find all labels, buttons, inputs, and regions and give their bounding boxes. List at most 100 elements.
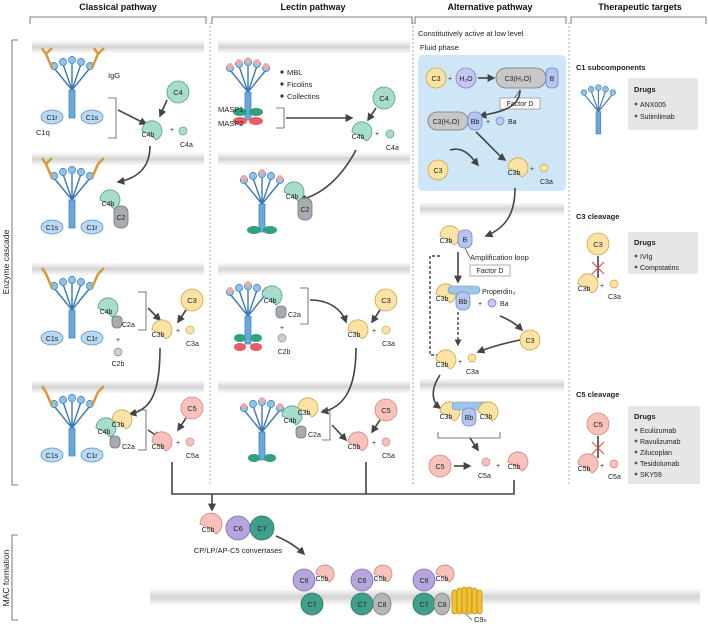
therapeutic-c5: C5 cleavage C5 C5b + C5a Drugs Eculizuma… (576, 390, 700, 484)
svg-text:+: + (496, 463, 500, 470)
svg-text:+: + (372, 440, 376, 447)
svg-text:C3b: C3b (298, 410, 311, 417)
svg-text:+: + (448, 76, 452, 83)
svg-text:C5b: C5b (436, 576, 449, 583)
drug-sky59: SKY59 (640, 472, 662, 479)
alternative-c5-convertase: C3b Bb C3b C5 C5a + C5b (428, 374, 529, 480)
svg-text:+: + (375, 131, 379, 138)
bracket-lectin (211, 16, 413, 24)
svg-text:+: + (116, 337, 120, 344)
svg-text:C3a: C3a (608, 294, 621, 301)
c1-drugs-box (628, 78, 698, 130)
c4a-label: C4a (180, 142, 193, 149)
alternative-amplification: C3b B Amplification loop Factor D C3b Bb… (429, 225, 541, 376)
header-therapeutic: Therapeutic targets (598, 2, 682, 12)
svg-text:C5a: C5a (186, 453, 199, 460)
lectin-c4-cleavage: C4 C4b + C4a (286, 86, 399, 203)
classical-step3: C1s C1r C4b C2a + C2b (40, 267, 147, 368)
svg-text:C1r: C1r (86, 225, 98, 232)
svg-text:C2a: C2a (308, 432, 321, 439)
drug-anx005: ANX005 (640, 102, 666, 109)
svg-text:C4b: C4b (102, 201, 115, 208)
svg-text:C1s: C1s (46, 453, 59, 460)
svg-text:C2b: C2b (278, 349, 291, 356)
fluid-phase-box (418, 55, 566, 191)
svg-text:C7: C7 (257, 524, 267, 533)
svg-text:C4: C4 (379, 94, 389, 103)
svg-text:C7: C7 (420, 602, 429, 609)
svg-text:C4b: C4b (98, 429, 111, 436)
mac-formation: C5b C6 C7 CP/LP/AP-C5 convertases C6 C5b… (194, 512, 487, 624)
svg-text:C3b: C3b (348, 332, 361, 339)
svg-text:+: + (176, 440, 180, 447)
therapeutic-c1: C1 subcomponents Drugs ANX005 Sutimlimab (576, 63, 698, 135)
classical-c4-cleavage: C4 C4b + C4a (116, 80, 193, 185)
svg-text:C4b: C4b (352, 134, 365, 141)
constitutive-label: Constitutively active at low level (418, 29, 524, 38)
svg-text:C4b: C4b (286, 194, 299, 201)
membranes (32, 40, 700, 606)
drug-ravulizumab: Ravulizumab (640, 439, 681, 446)
c5-cleavage-title: C5 cleavage (576, 390, 619, 399)
svg-text:C4b: C4b (264, 298, 277, 305)
classical-c3-cleavage: C3 C3b + C3a (128, 288, 204, 417)
drug-compstatins: Compstatins (640, 265, 679, 272)
c9n-label: C9ₙ (474, 615, 487, 624)
svg-text:C2a: C2a (288, 312, 301, 319)
bracket-alternative (414, 16, 567, 24)
svg-text:C2: C2 (301, 207, 310, 214)
svg-text:C7: C7 (358, 602, 367, 609)
svg-text:C3: C3 (432, 76, 441, 83)
svg-text:C3: C3 (593, 240, 603, 249)
svg-text:Factor D: Factor D (477, 268, 504, 275)
label-mac-formation: MAC formation (1, 549, 11, 606)
svg-text:Bb: Bb (465, 415, 474, 422)
bracket-classical (29, 16, 207, 24)
c1q-label: C1q (36, 128, 50, 137)
classical-c5-cleavage: C5 C5b + C5a (147, 396, 204, 460)
bracket-mac (11, 534, 18, 621)
svg-text:B: B (550, 76, 555, 83)
c5-drugs-box (628, 406, 700, 484)
masp2-label: MASP2 (218, 119, 243, 128)
alternative-fluid-phase: Constitutively active at low level Fluid… (418, 29, 566, 191)
c5b-label: C5b (152, 444, 165, 451)
svg-text:Ba: Ba (508, 119, 517, 126)
svg-text:C3a: C3a (466, 369, 479, 376)
svg-text:C4b: C4b (100, 309, 113, 316)
therapeutic-c3: C3 cleavage C3 C3b + C3a Drugs IVIg Comp… (576, 212, 698, 301)
svg-text:C3b: C3b (440, 414, 453, 421)
masp1-label: MASP1 (218, 105, 243, 114)
svg-text:C3b: C3b (578, 286, 591, 293)
c1-subcomponents-title: C1 subcomponents (576, 63, 646, 72)
c2b-label: C2b (112, 361, 125, 368)
svg-text:+: + (170, 127, 174, 134)
c3-cleavage-title: C3 cleavage (576, 212, 619, 221)
drug-tesidolumab: Tesidolumab (640, 461, 679, 468)
lectin-bullet-mbl: MBL (287, 68, 302, 77)
svg-text:+: + (600, 283, 604, 290)
header-alternative: Alternative pathway (447, 2, 532, 12)
header-lectin: Lectin pathway (280, 2, 345, 12)
svg-text:Bb: Bb (459, 299, 468, 306)
fluid-phase-label: Fluid phase (420, 43, 459, 52)
svg-text:C3: C3 (187, 296, 197, 305)
svg-text:C3a: C3a (382, 341, 395, 348)
svg-text:C6: C6 (358, 578, 367, 585)
lectin-c5-cleavage: C5 C5b + C5a (331, 398, 398, 460)
svg-text:C2a: C2a (122, 444, 135, 451)
svg-text:C3: C3 (381, 296, 391, 305)
drug-eculizumab: Eculizumab (640, 428, 676, 435)
svg-text:C1s: C1s (46, 336, 59, 343)
svg-text:C5: C5 (436, 464, 445, 471)
drug-sutimlimab: Sutimlimab (640, 114, 675, 121)
classical-step2: C1s C1r C4b C2 (40, 157, 129, 235)
svg-text:C5: C5 (187, 404, 197, 413)
c4-label: C4 (173, 88, 183, 97)
svg-text:+: + (458, 359, 462, 366)
svg-text:C3b: C3b (436, 362, 449, 369)
svg-text:B: B (463, 237, 468, 244)
h2o-label: H₂O (459, 76, 473, 83)
bracket-therapeutic (570, 16, 707, 24)
